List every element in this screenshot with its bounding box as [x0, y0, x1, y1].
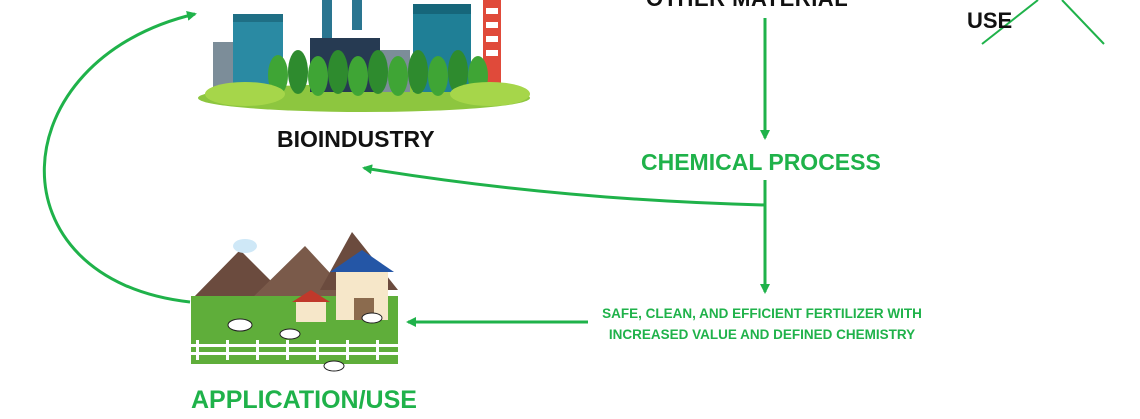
factory-illustration	[198, 0, 530, 112]
arrow-chemical-to-bioindustry	[362, 164, 766, 207]
use-label-top: USE	[967, 8, 1013, 33]
arrow-application-to-bioindustry	[42, 10, 197, 304]
other-material-label: OTHER MATERIAL	[646, 0, 848, 12]
chemical-process-label: CHEMICAL PROCESS	[641, 149, 881, 175]
fertilizer-label-line1: SAFE, CLEAN, AND EFFICIENT FERTILIZER WI…	[602, 306, 922, 321]
bioindustry-label: BIOINDUSTRY	[277, 126, 435, 152]
application-use-label: APPLICATION/USE	[191, 386, 417, 414]
fertilizer-label-line2: INCREASED VALUE AND DEFINED CHEMISTRY	[608, 327, 916, 342]
fertilizer-label: SAFE, CLEAN, AND EFFICIENT FERTILIZER WI…	[588, 303, 936, 345]
top-right-lines	[981, 0, 1105, 45]
farm-illustration	[191, 226, 398, 372]
